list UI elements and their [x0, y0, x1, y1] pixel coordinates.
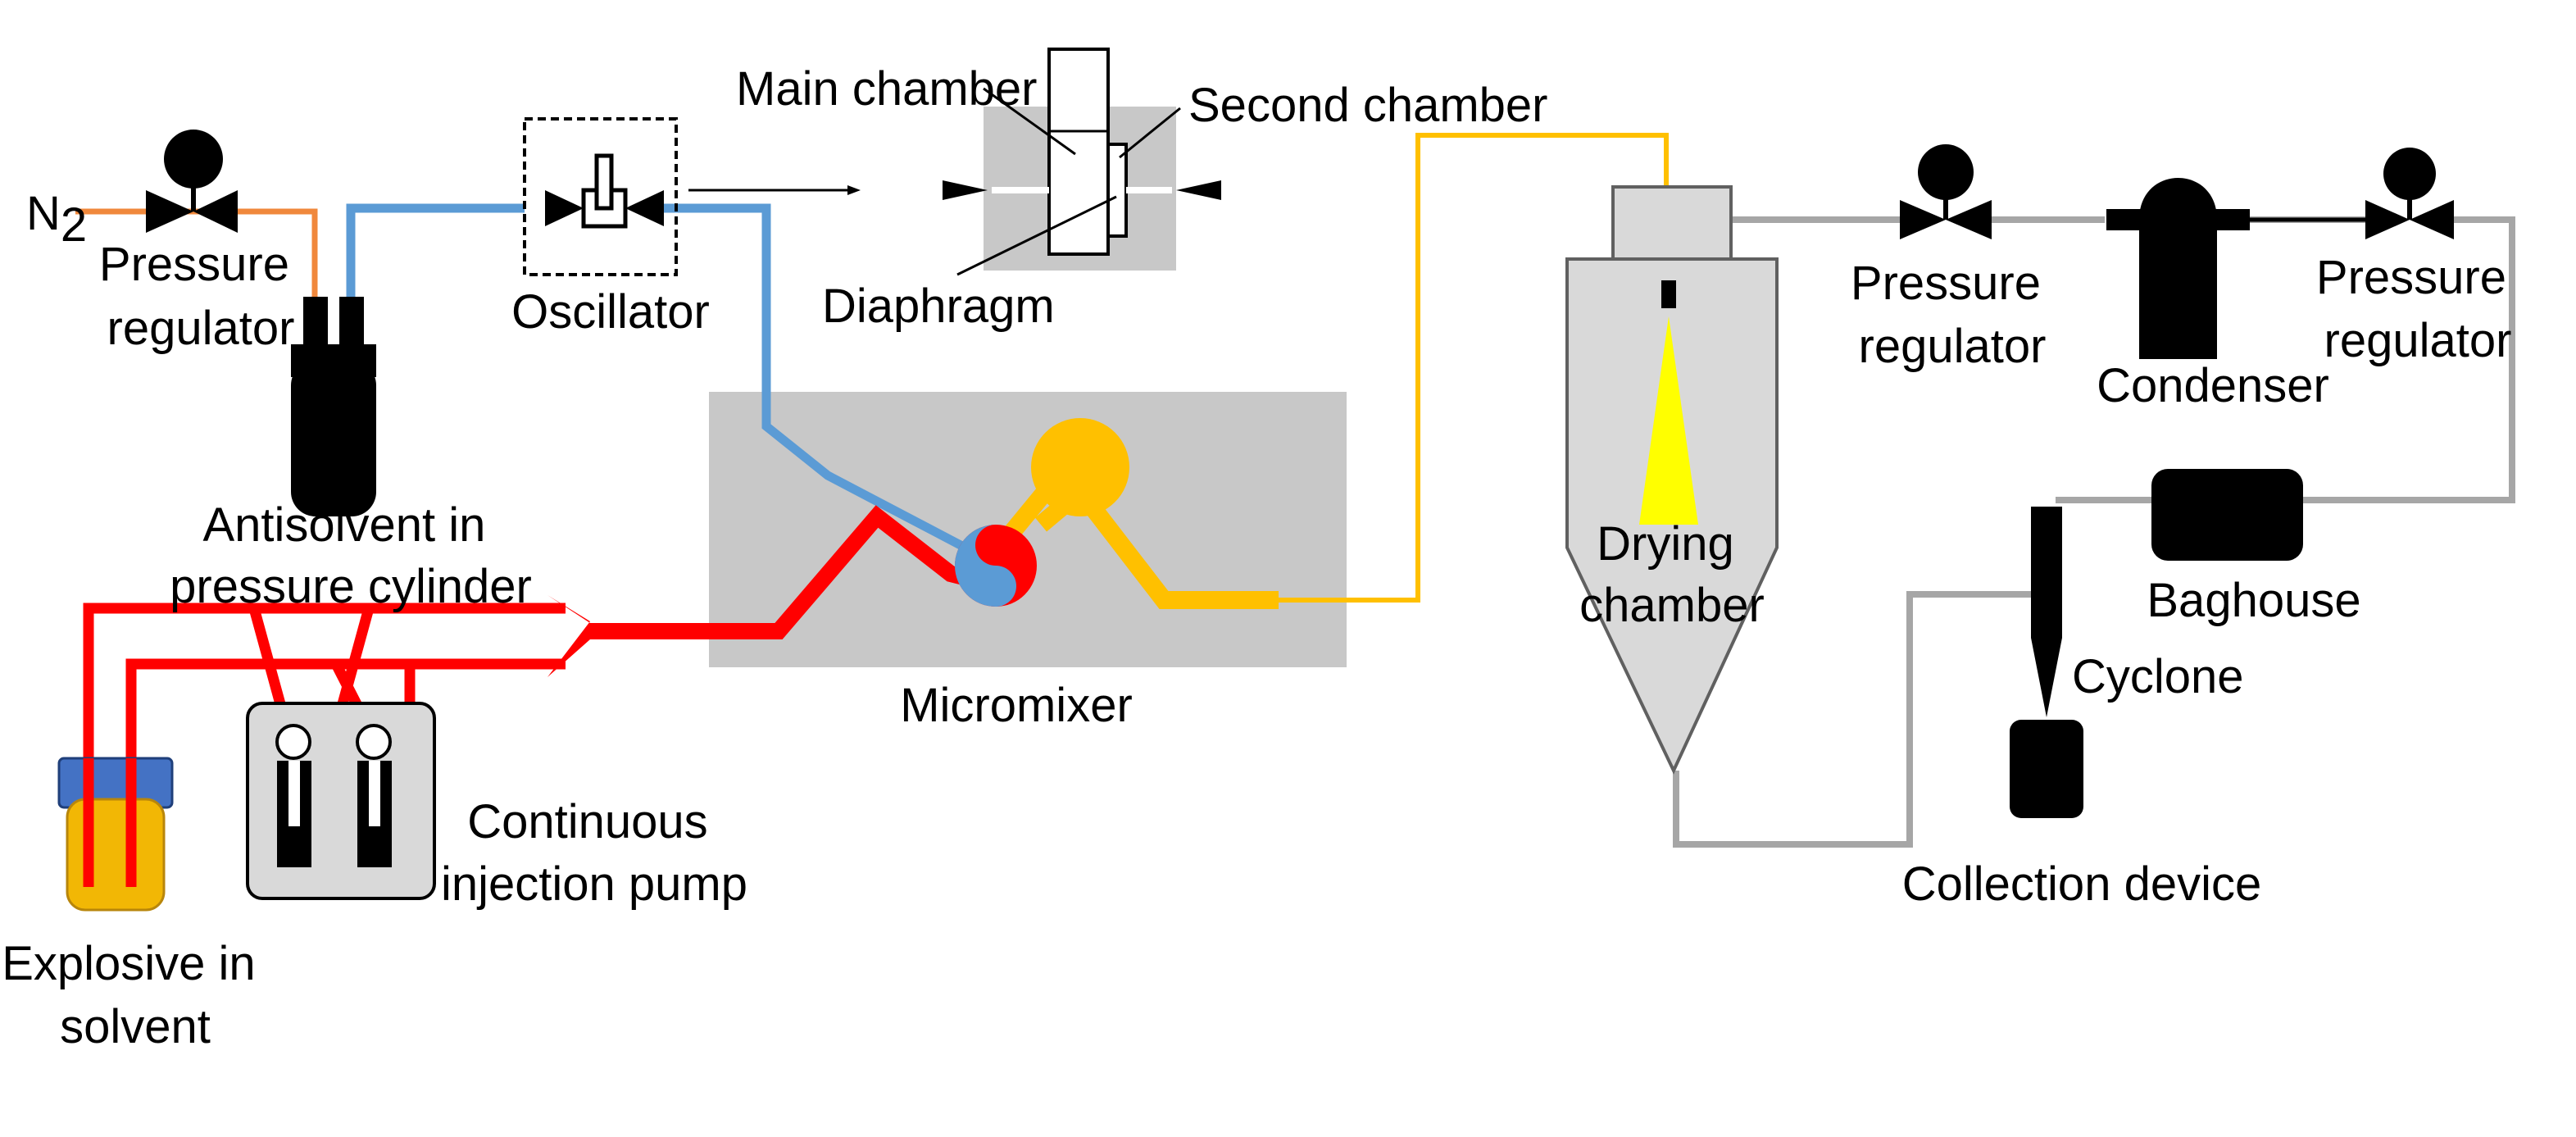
oscillator-box: [523, 117, 678, 276]
diaphragm-label: Diaphragm: [822, 280, 1055, 333]
condenser-label: Condenser: [2097, 359, 2329, 412]
baghouse-label: Baghouse: [2147, 574, 2360, 627]
condenser: [2106, 178, 2250, 359]
mixer-blue-half: [955, 525, 1016, 607]
collection-device: [2010, 720, 2083, 818]
baghouse: [2151, 469, 2303, 561]
oscillator-label: Oscillator: [511, 285, 710, 339]
cyclone: [2031, 507, 2062, 717]
pressure-regulator-left-valve: [146, 130, 238, 233]
continuous-injection-pump-label: Continuous injection pump: [441, 795, 747, 911]
micromixer-box: [709, 392, 1347, 667]
explosive-junction: [547, 595, 647, 677]
pressure-regulator-left-label: Pressure regulator: [99, 238, 302, 355]
main-chamber-label: Main chamber: [736, 62, 1037, 116]
drying-chamber-top: [1611, 185, 1733, 261]
antisolvent-label: Antisolvent in pressure cylinder: [170, 498, 532, 613]
spray-cone: [1639, 316, 1698, 525]
explosive-dip-tubes: [83, 758, 137, 887]
collection-device-label: Collection device: [1902, 857, 2261, 911]
antisolvent-cylinder: [291, 297, 376, 516]
pressure-regulator-mid-valve: [1900, 144, 1992, 239]
pressure-regulator-right-label: Pressure regulator: [2316, 251, 2519, 367]
second-chamber-label: Second chamber: [1188, 79, 1547, 132]
oscillator-arrow-head: [847, 185, 861, 195]
n2-label: N2: [26, 187, 87, 252]
mixer-product-circle: [1031, 418, 1129, 516]
explosive-in-solvent-label: Explosive in solvent: [2, 937, 269, 1053]
explosive-bottle: [57, 757, 174, 912]
oscillator-valve: [545, 153, 664, 229]
injection-pump: [246, 702, 436, 900]
micromixer-label: Micromixer: [900, 679, 1133, 732]
explosive-line: [83, 603, 566, 887]
pressure-regulator-right-valve: [2365, 148, 2454, 239]
drying-nozzle: [1661, 280, 1676, 308]
chamber-assembly: [943, 48, 1221, 276]
product-line: [1279, 133, 1669, 603]
pressure-regulator-mid-label: Pressure regulator: [1851, 257, 2054, 373]
cyclone-label: Cyclone: [2072, 650, 2244, 703]
drying-chamber-label: Drying chamber: [1579, 517, 1765, 632]
antisolvent-line: [346, 203, 994, 566]
